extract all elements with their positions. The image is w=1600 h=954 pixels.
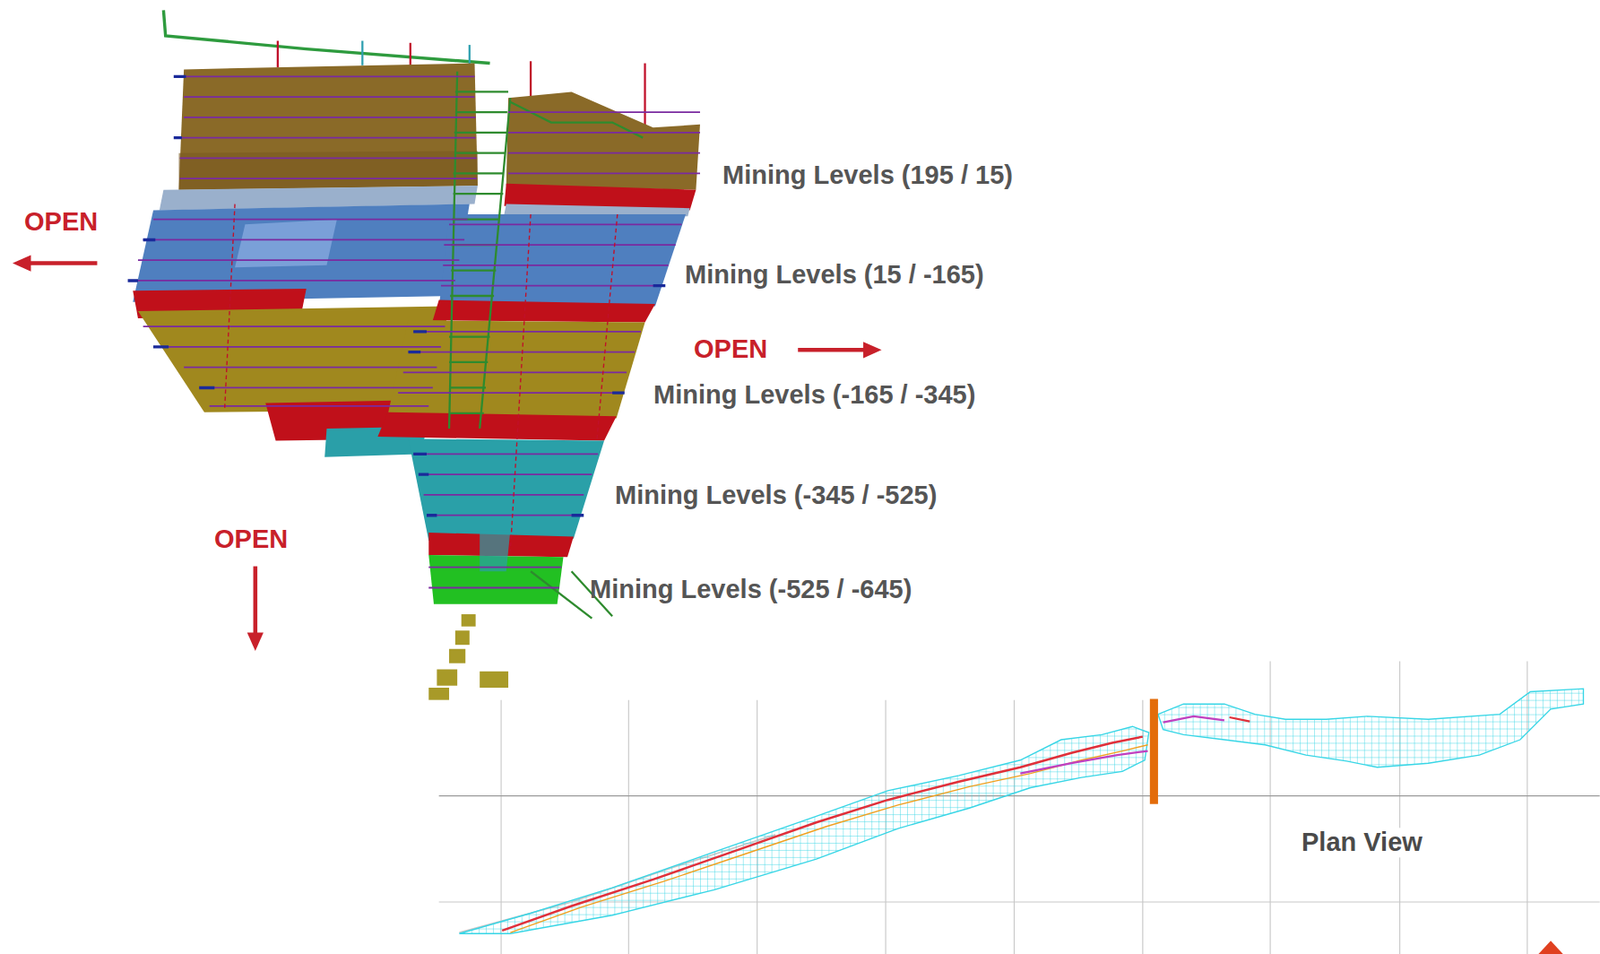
- illustration-part: [26, 260, 98, 266]
- illustration-part: [1150, 699, 1159, 805]
- illustration-part: [224, 204, 618, 552]
- open-label: OPEN: [693, 334, 768, 364]
- level-range-label: Mining Levels (-525 / -645): [589, 574, 912, 605]
- illustration-part: [397, 112, 701, 588]
- illustration-part: [1538, 940, 1563, 954]
- plan-orebody: [458, 688, 1583, 954]
- illustration-part: [506, 91, 701, 190]
- illustration-part: [436, 669, 458, 686]
- illustration-part: [501, 700, 502, 954]
- illustration-part: [428, 614, 509, 701]
- illustration-part: [1163, 716, 1225, 723]
- illustration-part: [377, 412, 616, 442]
- illustration-part: [361, 41, 364, 66]
- illustration-part: [458, 726, 1149, 934]
- illustration-part: [756, 700, 758, 954]
- illustration-part: [449, 71, 511, 429]
- illustration-part: [628, 700, 630, 954]
- illustration-part: [449, 648, 466, 664]
- level-range-label: Mining Levels (195 / 15): [722, 160, 1013, 191]
- illustration-part: [797, 347, 867, 353]
- illustration-part: [178, 150, 477, 190]
- illustration-part: [253, 566, 259, 638]
- illustration-part: [12, 254, 31, 271]
- illustration-part: [362, 41, 469, 66]
- illustration-part: [178, 63, 477, 191]
- illustration-part: [455, 630, 470, 645]
- illustration-part: [439, 214, 686, 309]
- illustration-part: [479, 671, 509, 688]
- illustration-part: [1270, 660, 1272, 954]
- illustration-part: [510, 102, 643, 619]
- illustration-part: [247, 632, 264, 651]
- illustration-part: [643, 63, 646, 133]
- illustration-part: [479, 530, 511, 572]
- level-range-label: Mining Levels (-165 / -345): [653, 380, 976, 410]
- level-range-label: Mining Levels (-345 / -525): [614, 480, 937, 511]
- illustration-part: [439, 795, 1600, 796]
- illustration-part: [428, 687, 450, 701]
- view-title: Plan View: [1297, 827, 1427, 857]
- illustration-part: [1020, 751, 1148, 774]
- illustration-part: [132, 76, 476, 407]
- illustration-part: [529, 60, 532, 98]
- illustration-part: [409, 43, 412, 66]
- illustration-part: [276, 41, 279, 69]
- illustration-part: [1229, 717, 1251, 722]
- illustration-part: [388, 320, 646, 418]
- plan-grid: [439, 660, 1600, 954]
- illustration-part: [1399, 660, 1401, 954]
- illustration-part: [510, 744, 1148, 933]
- illustration-part: [863, 341, 882, 358]
- illustration-part: [461, 614, 476, 627]
- illustration-part: [432, 300, 656, 323]
- open-label: OPEN: [214, 524, 288, 554]
- level-range-label: Mining Levels (15 / -165): [684, 259, 985, 290]
- illustration-part: [163, 9, 490, 63]
- open-label: OPEN: [24, 207, 98, 237]
- illustration-part: [1013, 700, 1015, 954]
- illustration-part: [468, 44, 471, 66]
- illustration-part: [1158, 688, 1584, 768]
- illustration-part: [128, 76, 666, 515]
